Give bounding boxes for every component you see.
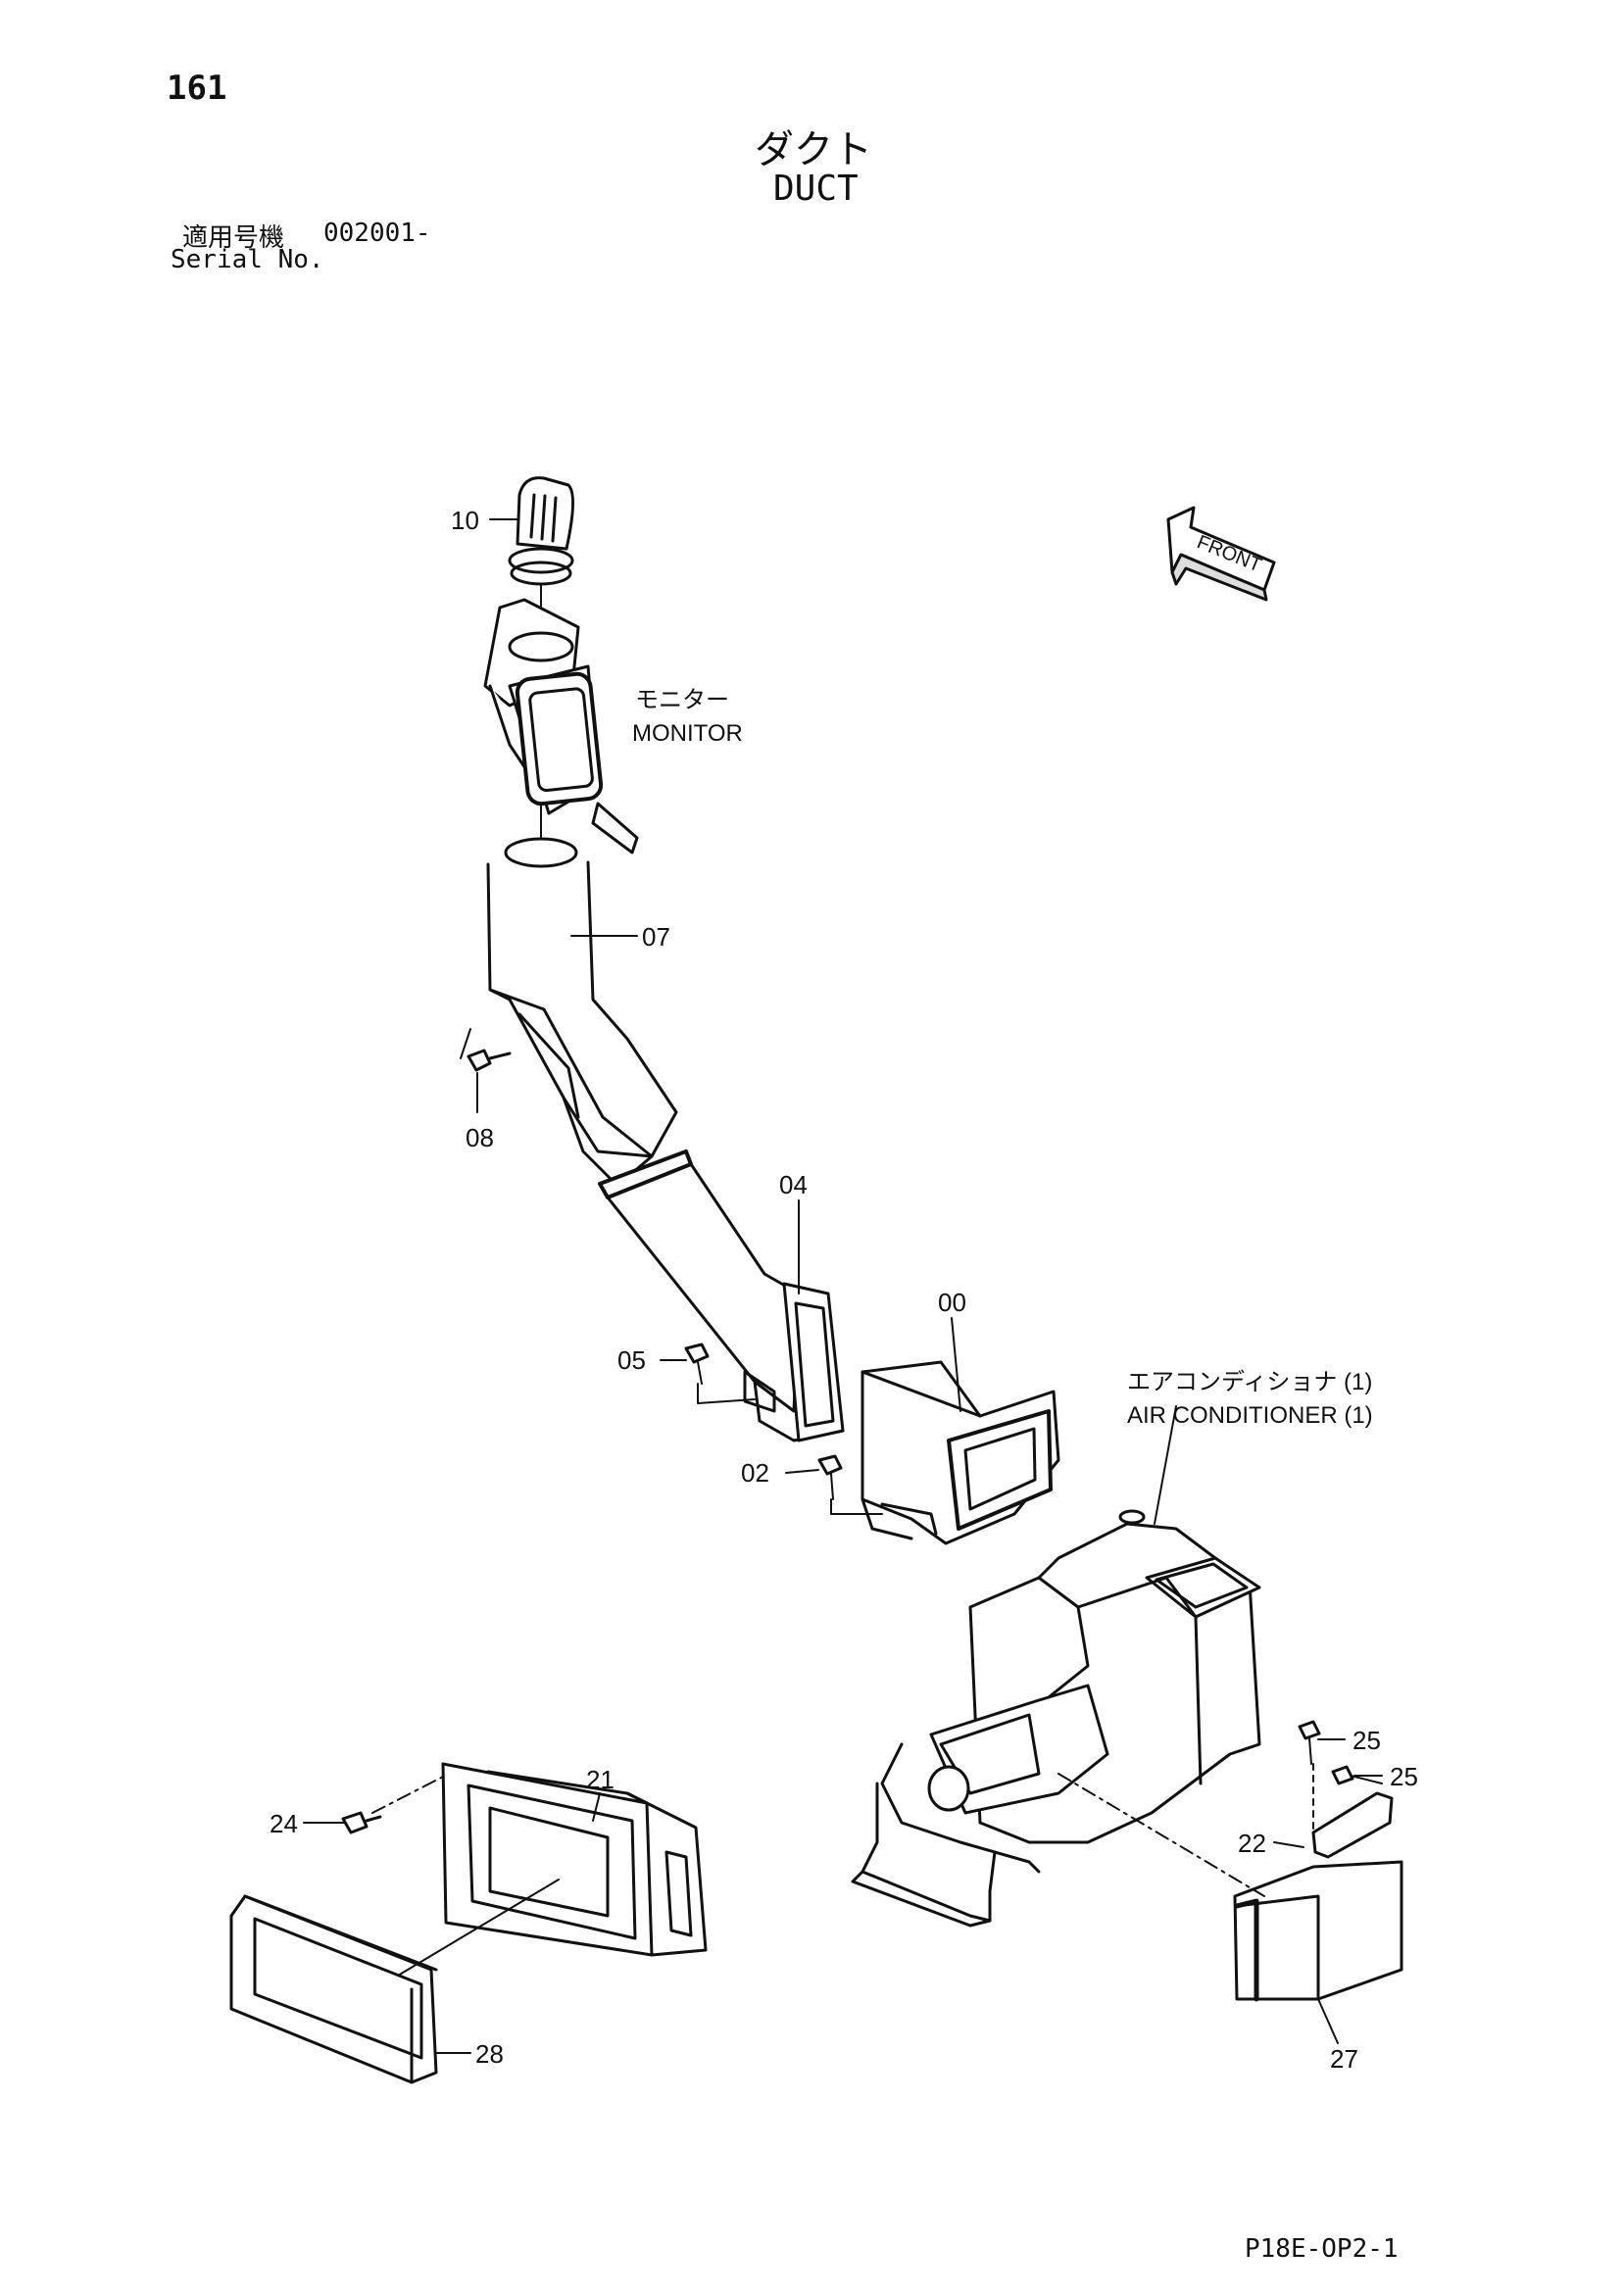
- drawing-code: P18E-OP2-1: [1245, 2234, 1399, 2264]
- monitor-label-jp: モニター: [635, 687, 729, 713]
- elbow-duct-00: [861, 1360, 1060, 1545]
- leader-lines: [303, 518, 1383, 2054]
- bolt-08: [467, 1049, 512, 1113]
- part-label-21: 21: [586, 1765, 615, 1794]
- part-label-07: 07: [642, 922, 670, 952]
- upper-duct-07: [486, 837, 678, 1188]
- part-label-25-upper: 25: [1352, 1726, 1381, 1755]
- bracket-22: [1311, 1763, 1394, 1859]
- serial-label-jp: 適用号機: [182, 223, 285, 253]
- monitor-assembly: [483, 598, 639, 855]
- assembly-lines: [371, 1773, 1265, 1897]
- aircon-label-jp: エアコンディショナ (1): [1127, 1369, 1372, 1395]
- part-label-24: 24: [270, 1809, 298, 1838]
- front-arrow-icon: FRONT: [1166, 506, 1276, 602]
- duct-frame-21: [441, 1762, 708, 1957]
- part-label-27: 27: [1330, 2044, 1358, 2074]
- page-title-jp: ダクト: [755, 127, 872, 172]
- part-label-00: 00: [938, 1288, 966, 1317]
- callout-texts: モニター MONITOR エアコンディショナ (1) AIR CONDITION…: [632, 687, 1373, 1429]
- bolt-25-lower: [1331, 1765, 1383, 1785]
- part-label-22: 22: [1238, 1829, 1266, 1858]
- part-label-10: 10: [451, 506, 479, 535]
- filter-panel-28: [229, 1879, 560, 2084]
- part-label-08: 08: [466, 1123, 494, 1152]
- bolt-02: [817, 1454, 883, 1515]
- part-label-25-lower: 25: [1390, 1762, 1418, 1791]
- lower-duct-04: [598, 1149, 845, 1442]
- air-conditioner-unit: [851, 1509, 1261, 1928]
- bolt-05: [684, 1343, 756, 1404]
- part-label-05: 05: [617, 1345, 646, 1375]
- filter-27: [1233, 1860, 1403, 2044]
- part-number-labels: 10 07 08 04 05 00 02 21 24 25 25 22 27 2…: [270, 506, 1418, 2074]
- bolt-24: [341, 1811, 382, 1834]
- serial-value: 002001-: [323, 219, 431, 248]
- aircon-label: AIR CONDITIONER (1): [1127, 1402, 1373, 1429]
- part-label-28: 28: [475, 2039, 504, 2069]
- page-number: 161: [167, 69, 227, 108]
- vent-knob-10: [508, 476, 575, 638]
- part-label-04: 04: [779, 1170, 808, 1199]
- monitor-label: MONITOR: [632, 720, 743, 747]
- part-label-02: 02: [741, 1458, 769, 1488]
- bolt-25-upper: [1298, 1720, 1321, 1765]
- serial-label: Serial No.: [171, 245, 324, 274]
- page-title: DUCT: [773, 169, 859, 209]
